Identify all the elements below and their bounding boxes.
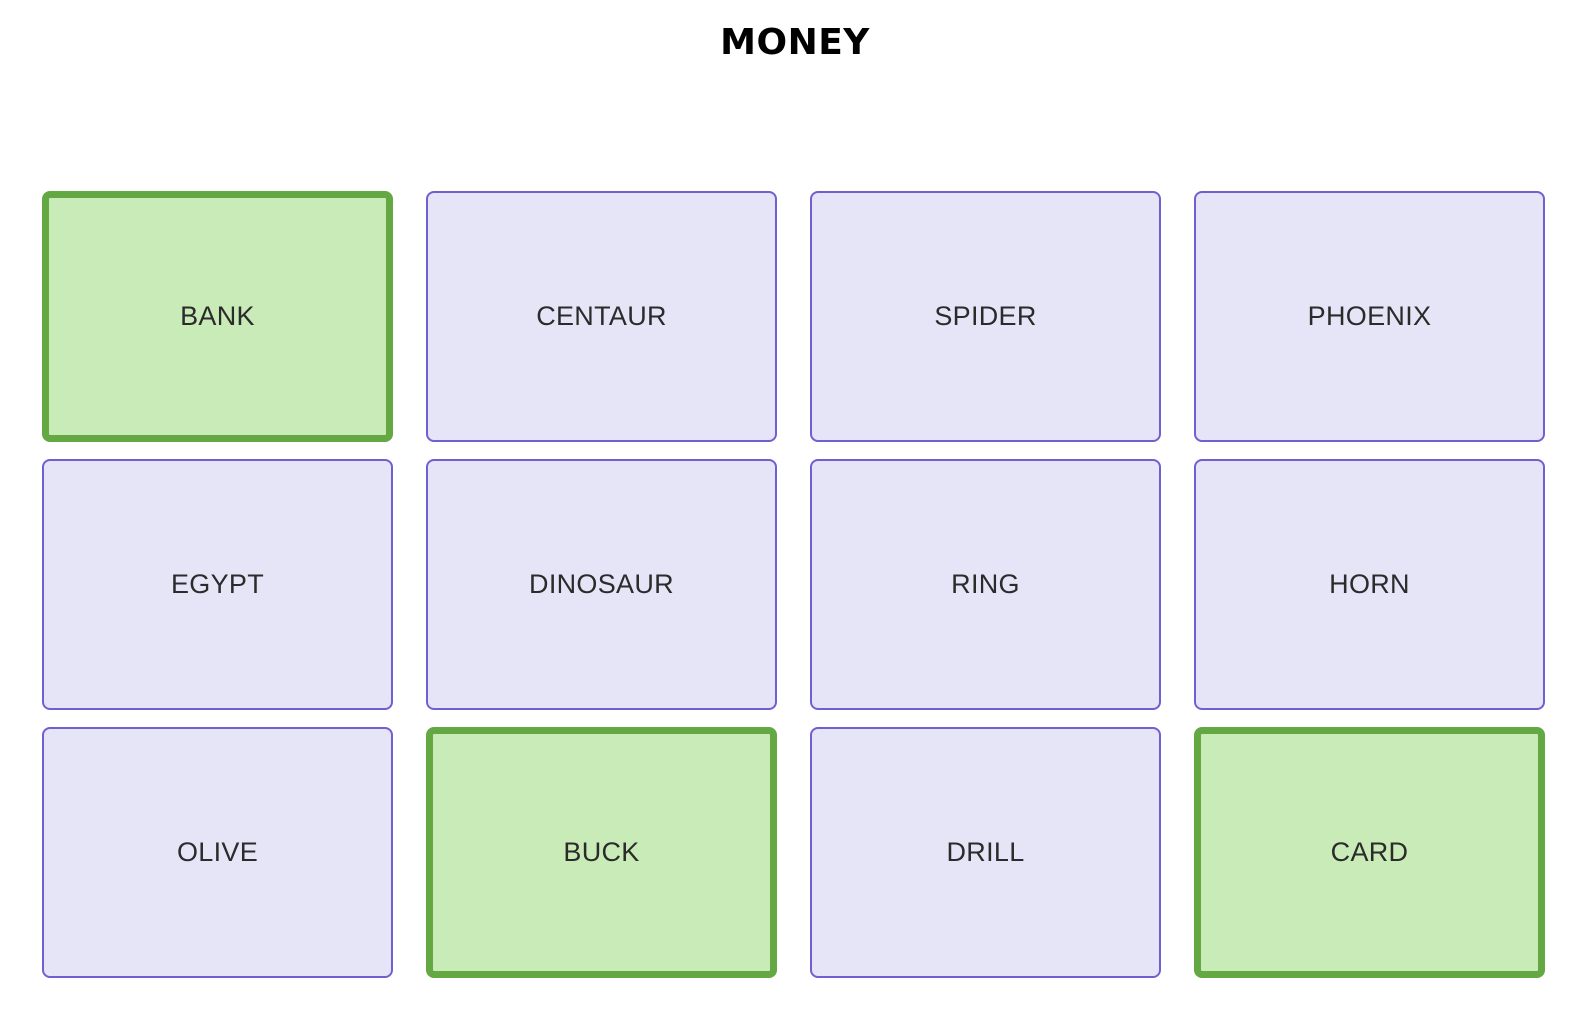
word-card-label: BANK	[180, 301, 255, 331]
word-card-selected[interactable]: BUCK	[426, 727, 777, 978]
word-card[interactable]: OLIVE	[42, 727, 393, 978]
word-card[interactable]: EGYPT	[42, 459, 393, 710]
word-card[interactable]: PHOENIX	[1194, 191, 1545, 442]
word-card-label: HORN	[1329, 569, 1410, 599]
word-card-label: SPIDER	[934, 301, 1037, 331]
word-card-label: DINOSAUR	[529, 569, 674, 599]
word-card-label: RING	[951, 569, 1020, 599]
word-card-label: CENTAUR	[536, 301, 667, 331]
word-card[interactable]: RING	[810, 459, 1161, 710]
word-card-selected[interactable]: BANK	[42, 191, 393, 442]
word-card-label: DRILL	[946, 837, 1025, 867]
word-card[interactable]: CENTAUR	[426, 191, 777, 442]
word-card-label: OLIVE	[176, 837, 259, 867]
word-card[interactable]: DRILL	[810, 727, 1161, 978]
word-card[interactable]: DINOSAUR	[426, 459, 777, 710]
word-card-label: EGYPT	[170, 569, 265, 599]
word-card[interactable]: SPIDER	[810, 191, 1161, 442]
word-card-label: PHOENIX	[1307, 301, 1432, 331]
word-card-label: BUCK	[563, 837, 640, 867]
word-card[interactable]: HORN	[1194, 459, 1545, 710]
word-grid: BANK CENTAUR SPIDER PHOENIX EGYPT DINOSA…	[42, 191, 1546, 978]
category-title: MONEY	[720, 22, 870, 63]
word-card-selected[interactable]: CARD	[1194, 727, 1545, 978]
word-card-label: CARD	[1330, 837, 1409, 867]
